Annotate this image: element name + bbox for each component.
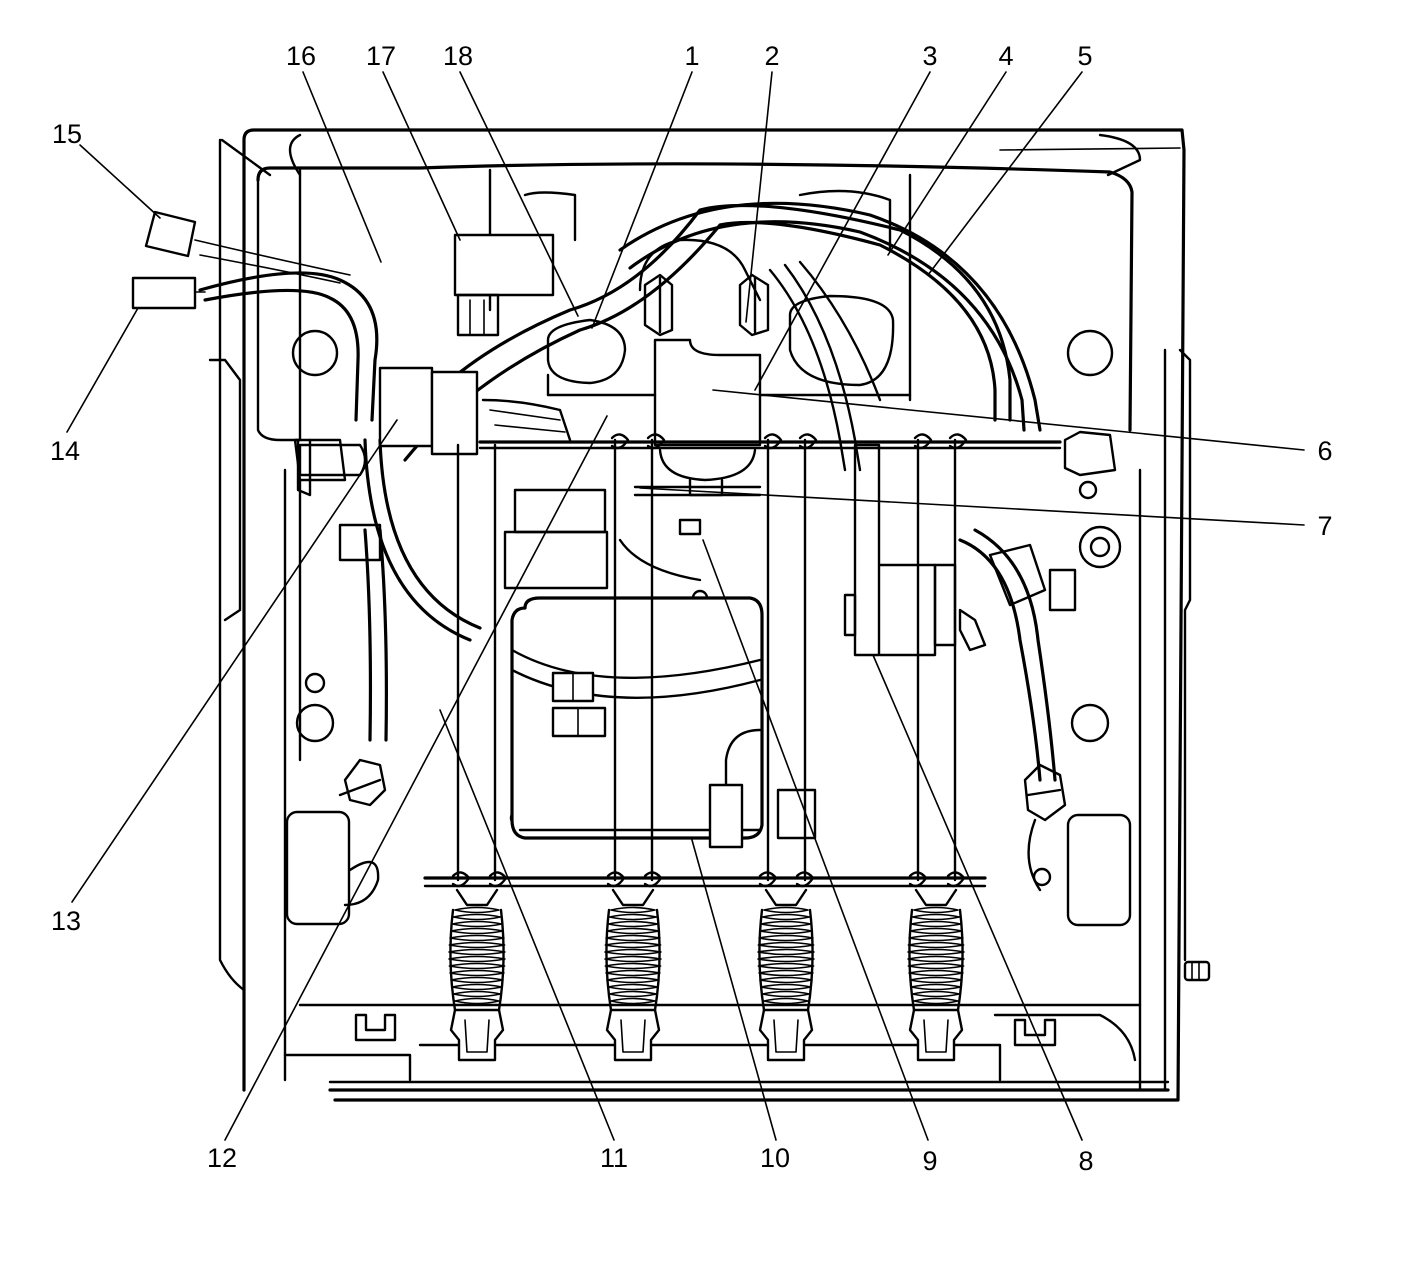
leader-8 (872, 654, 1083, 1141)
leader-14 (66, 307, 139, 433)
seat-frame (208, 128, 1211, 1102)
callout-12: 12 (207, 1143, 237, 1173)
callout-17: 17 (366, 41, 396, 71)
spring-rods (451, 433, 968, 888)
control-module (510, 538, 764, 849)
callout-5: 5 (1077, 41, 1092, 71)
callout-13: 13 (51, 906, 81, 936)
callout-8: 8 (1078, 1146, 1093, 1176)
callout-2: 2 (764, 41, 779, 71)
callout-10: 10 (760, 1143, 790, 1173)
leader-3 (754, 71, 931, 391)
leader-4 (887, 71, 1007, 256)
leader-13 (71, 419, 398, 903)
callout-14: 14 (50, 436, 80, 466)
callout-7: 7 (1317, 511, 1332, 541)
callout-labels: 1 2 3 4 5 6 7 8 9 10 11 12 13 14 15 16 1… (50, 41, 1333, 1176)
upper-arched-harness (393, 201, 1042, 472)
leader-16 (302, 71, 382, 263)
callout-9: 9 (922, 1146, 937, 1176)
leader-12 (224, 415, 608, 1141)
leader-9 (702, 539, 929, 1141)
leader-11 (439, 709, 615, 1141)
bellows-spring (757, 888, 815, 1062)
bellows-spring (907, 888, 965, 1062)
callout-16: 16 (286, 41, 316, 71)
callout-11: 11 (600, 1143, 628, 1173)
top-connector-block (453, 233, 555, 337)
leader-7 (639, 487, 1305, 526)
callout-15: 15 (52, 119, 82, 149)
callout-18: 18 (443, 41, 473, 71)
bellows-spring (448, 888, 506, 1062)
center-bracket (488, 168, 912, 536)
callout-4: 4 (998, 41, 1013, 71)
leader-17 (382, 71, 461, 241)
bellows-springs (448, 888, 965, 1062)
leader-lines (66, 71, 1305, 1141)
bellows-spring (604, 888, 662, 1062)
leader-6 (712, 389, 1305, 451)
callout-1: 1 (684, 41, 699, 71)
leader-15 (79, 144, 161, 219)
callout-3: 3 (922, 41, 937, 71)
leader-5 (927, 71, 1083, 276)
right-harness (958, 528, 1132, 927)
leader-18 (459, 71, 579, 317)
leader-10 (691, 839, 777, 1141)
callout-6: 6 (1317, 436, 1332, 466)
mid-connectors (293, 366, 1117, 840)
leader-1 (591, 71, 693, 329)
left-lower-harness (285, 523, 388, 926)
leader-2 (745, 71, 773, 323)
left-harness (131, 210, 482, 642)
